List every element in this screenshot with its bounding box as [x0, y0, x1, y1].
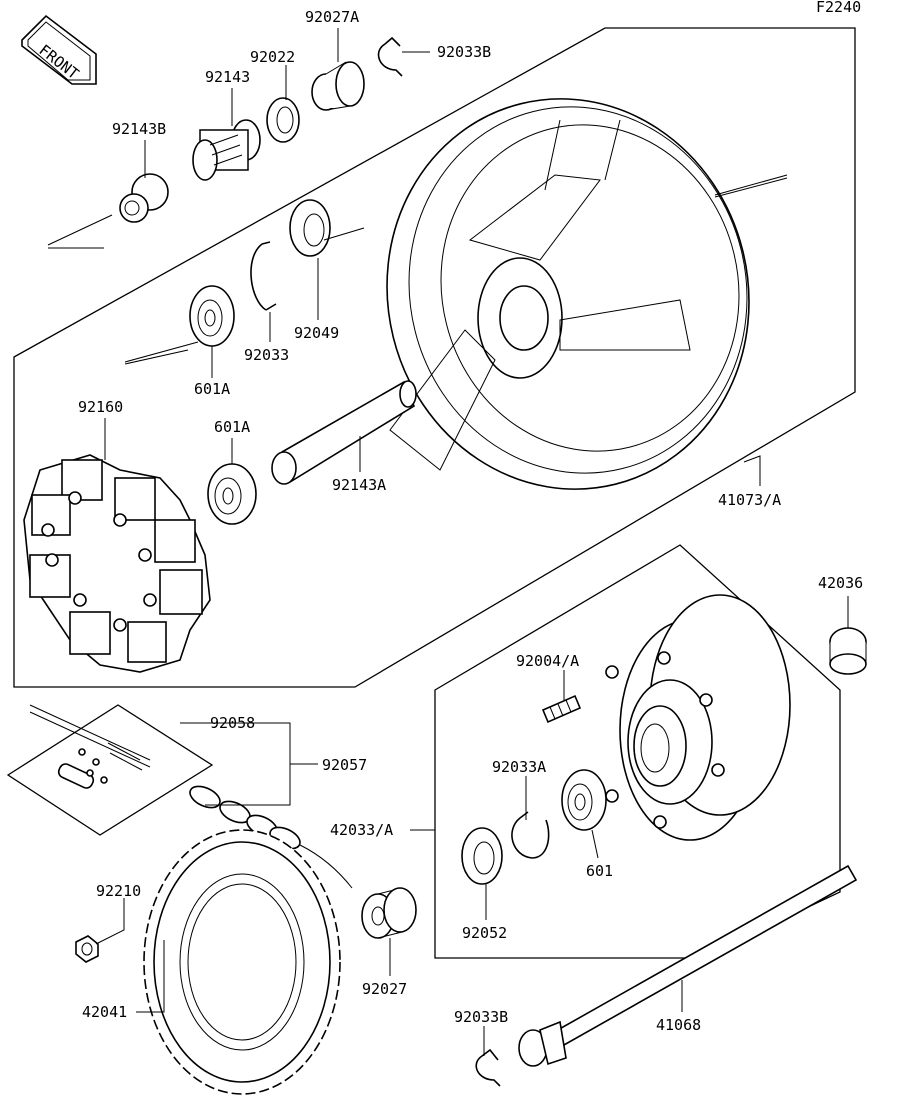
front-direction-badge: FRONT — [21, 14, 97, 85]
label-92143: 92143 — [205, 68, 250, 86]
label-92027: 92027 — [362, 980, 407, 998]
label-92033: 92033 — [244, 346, 289, 364]
label-92143B: 92143B — [112, 120, 166, 138]
collar-92143B — [119, 173, 169, 223]
axle-41068 — [518, 864, 858, 1067]
chain-joint-frame — [6, 704, 214, 836]
label-92033B-bottom: 92033B — [454, 1008, 508, 1026]
collar-92143 — [192, 119, 261, 181]
hub-assembly-frame — [434, 544, 841, 959]
label-601: 601 — [586, 862, 613, 880]
label-92033A: 92033A — [492, 758, 546, 776]
chain-joint-92058 — [57, 742, 143, 789]
label-92143A: 92143A — [332, 476, 386, 494]
circlip-92033B-bottom — [475, 1048, 501, 1087]
label-42041: 42041 — [82, 1003, 127, 1021]
figure-code: F2240 — [816, 0, 861, 16]
circlip-92033 — [250, 241, 277, 311]
washer-92022 — [266, 97, 300, 143]
label-41073A: 41073/A — [718, 491, 781, 509]
sprocket-42041 — [143, 829, 341, 1095]
label-92057: 92057 — [322, 756, 367, 774]
nut-92210 — [75, 935, 99, 963]
collar-92027 — [361, 887, 417, 939]
collar-92027A — [311, 61, 365, 111]
label-92210: 92210 — [96, 882, 141, 900]
oil-seal-92049 — [289, 199, 331, 257]
stud-92004A — [541, 694, 582, 724]
label-42036: 42036 — [818, 574, 863, 592]
label-92058: 92058 — [210, 714, 255, 732]
collar-42036 — [829, 627, 867, 675]
circlip-92033A — [511, 811, 550, 859]
label-92160: 92160 — [78, 398, 123, 416]
label-41068: 41068 — [656, 1016, 701, 1034]
label-92022: 92022 — [250, 48, 295, 66]
oil-seal-92052 — [461, 827, 503, 885]
leader-lines — [95, 28, 849, 1056]
rear-wheel — [386, 98, 788, 490]
label-601A-top: 601A — [194, 380, 230, 398]
label-92027A: 92027A — [305, 8, 359, 26]
label-92049: 92049 — [294, 324, 339, 342]
bearing-601A — [207, 463, 257, 525]
bearing-601A-top — [189, 285, 235, 347]
wheel-assembly-frame — [13, 27, 856, 688]
bearing-601 — [561, 769, 607, 831]
hub-damper-92160 — [23, 454, 211, 673]
label-92033B-top: 92033B — [437, 43, 491, 61]
label-601A: 601A — [214, 418, 250, 436]
spacer-92143A — [271, 380, 417, 485]
label-42033A: 42033/A — [330, 821, 393, 839]
circlip-92033B-top — [377, 36, 403, 77]
rear-hub-42033A — [605, 594, 791, 841]
label-92052: 92052 — [462, 924, 507, 942]
label-92004A: 92004/A — [516, 652, 579, 670]
